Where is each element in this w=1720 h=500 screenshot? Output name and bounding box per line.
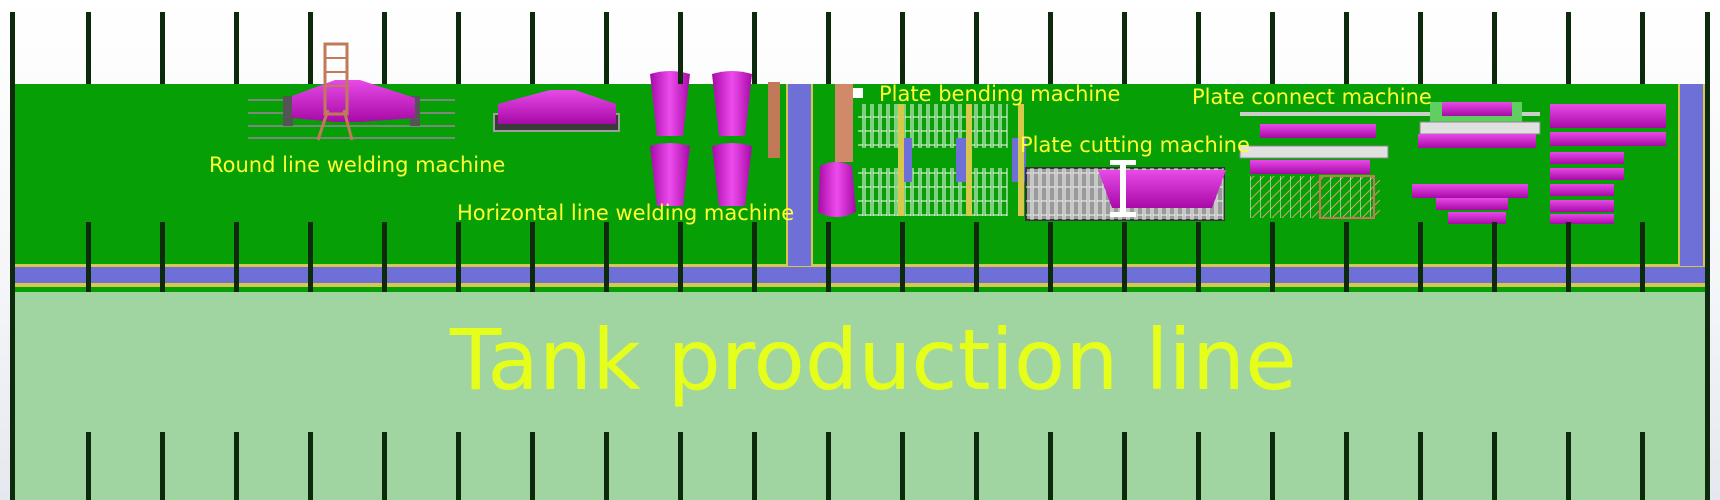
plate-cutting-machine[interactable] xyxy=(1025,160,1226,221)
plate-stack[interactable] xyxy=(1550,104,1666,224)
floor-edge xyxy=(12,287,1710,292)
column-segment xyxy=(1122,12,1127,84)
column-segment xyxy=(1270,432,1275,500)
column-segment xyxy=(678,222,683,292)
column-segment xyxy=(1418,432,1423,500)
column-segment xyxy=(752,12,757,84)
column-segment xyxy=(1048,432,1053,500)
column-segment xyxy=(308,432,313,500)
column-segment xyxy=(308,12,313,84)
main-conveyor xyxy=(12,267,1710,283)
column-segment xyxy=(382,222,387,292)
label-horizontal-line-welding: Horizontal line welding machine xyxy=(457,201,795,225)
column-segment xyxy=(160,432,165,500)
label-plate-cutting: Plate cutting machine xyxy=(1020,133,1250,157)
page-title: Tank production line xyxy=(450,311,1297,409)
column-segment xyxy=(86,432,91,500)
column-segment xyxy=(86,12,91,84)
plate-bending-machine[interactable] xyxy=(858,104,1026,216)
column-segment xyxy=(1418,12,1423,84)
column-segment xyxy=(1418,222,1423,292)
column-segment xyxy=(974,432,979,500)
column-segment xyxy=(604,432,609,500)
column-segment xyxy=(456,222,461,292)
column-segment xyxy=(1344,432,1349,500)
conveyor-rail-bottom xyxy=(12,283,1710,287)
label-plate-connect: Plate connect machine xyxy=(1192,85,1432,109)
column-segment xyxy=(10,12,15,500)
column-segment xyxy=(900,222,905,292)
column-segment xyxy=(234,222,239,292)
column-segment xyxy=(234,12,239,84)
column-segment xyxy=(86,222,91,292)
column-segment xyxy=(974,12,979,84)
column-segment xyxy=(604,222,609,292)
column-segment xyxy=(900,432,905,500)
column-segment xyxy=(1196,12,1201,84)
column-segment xyxy=(1640,222,1645,292)
label-plate-bending: Plate bending machine xyxy=(879,82,1121,106)
column-segment xyxy=(1566,222,1571,292)
column-segment xyxy=(1492,222,1497,292)
round-line-welding-machine[interactable] xyxy=(248,42,455,141)
column-segment xyxy=(1492,432,1497,500)
column-segment xyxy=(826,12,831,84)
column-segment xyxy=(752,432,757,500)
column-segment xyxy=(1344,12,1349,84)
column-segment xyxy=(1270,12,1275,84)
column-segment xyxy=(826,432,831,500)
column-segment xyxy=(530,432,535,500)
column-segment xyxy=(1492,12,1497,84)
column-segment xyxy=(1640,432,1645,500)
column-segment xyxy=(1048,222,1053,292)
column-segment xyxy=(456,12,461,84)
storage-area xyxy=(12,292,1710,500)
column-segment xyxy=(1640,12,1645,84)
column-segment xyxy=(974,222,979,292)
column-segment xyxy=(456,432,461,500)
column-segment xyxy=(678,432,683,500)
building-columns xyxy=(10,12,1710,500)
column-segment xyxy=(160,12,165,84)
column-segment xyxy=(308,222,313,292)
conveyor-rail-top xyxy=(12,264,1710,267)
horizontal-welding-bed[interactable] xyxy=(493,90,620,132)
column-segment xyxy=(1048,12,1053,84)
vertical-conveyor-right xyxy=(1679,84,1704,266)
column-segment xyxy=(234,432,239,500)
column-segment xyxy=(1196,222,1201,292)
column-segment xyxy=(1705,12,1710,500)
plate-connect-machine[interactable] xyxy=(1239,102,1541,224)
column-segment xyxy=(604,12,609,84)
column-segment xyxy=(1566,12,1571,84)
label-round-line-welding: Round line welding machine xyxy=(209,153,506,177)
vertical-conveyor-left xyxy=(787,84,812,266)
column-segment xyxy=(1196,432,1201,500)
column-segment xyxy=(826,222,831,292)
column-segment xyxy=(1122,432,1127,500)
tank-shell-cones[interactable] xyxy=(650,71,863,217)
column-segment xyxy=(752,222,757,292)
column-segment xyxy=(900,12,905,84)
column-segment xyxy=(382,12,387,84)
column-segment xyxy=(678,12,683,84)
column-segment xyxy=(530,222,535,292)
column-segment xyxy=(1270,222,1275,292)
column-segment xyxy=(382,432,387,500)
column-segment xyxy=(160,222,165,292)
column-segment xyxy=(1344,222,1349,292)
column-segment xyxy=(1566,432,1571,500)
column-segment xyxy=(530,12,535,84)
column-segment xyxy=(1122,222,1127,292)
